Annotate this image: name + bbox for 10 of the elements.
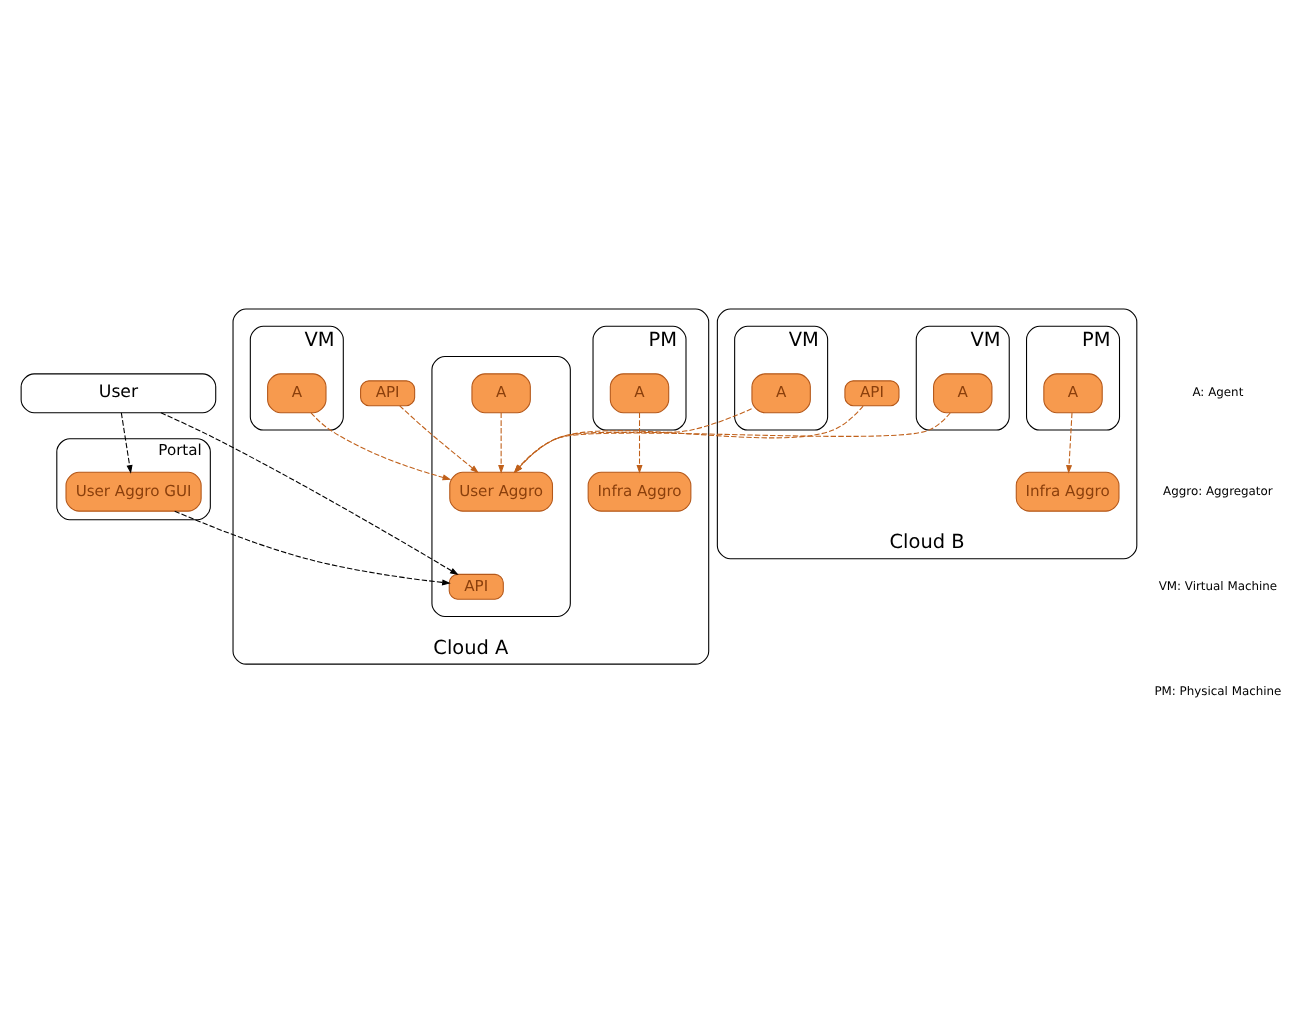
arrow [310,412,452,481]
arrow [174,510,451,586]
arrow [120,412,133,474]
arrow [399,405,479,474]
arrow [1066,412,1073,474]
arrow [636,412,643,474]
node-box: User [20,373,217,414]
cluster [431,356,571,618]
arrow [498,412,505,474]
arrow [160,412,459,576]
